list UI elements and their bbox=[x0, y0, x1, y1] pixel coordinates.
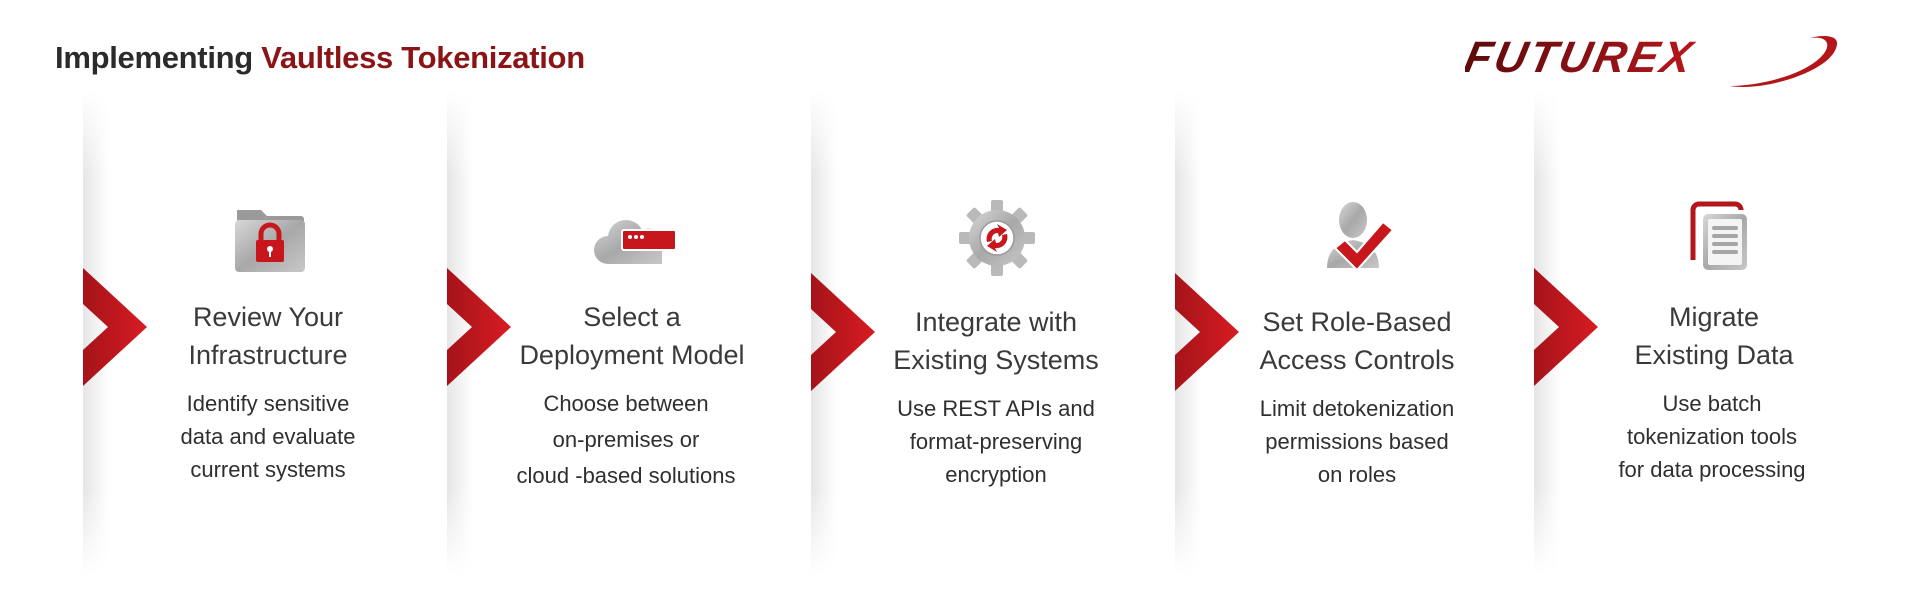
chevron-right-icon bbox=[83, 268, 147, 386]
title-prefix: Implementing bbox=[55, 40, 253, 75]
panel-shadow bbox=[1175, 90, 1201, 575]
futurex-logo: FUTUREX bbox=[1465, 33, 1838, 87]
chevron-right-icon bbox=[811, 273, 875, 391]
page-title: Implementing Vaultless Tokenization bbox=[55, 40, 585, 76]
svg-text:FUTUREX: FUTUREX bbox=[1465, 33, 1699, 81]
user-check-icon bbox=[1327, 202, 1395, 272]
chevron-right-icon bbox=[1175, 273, 1239, 391]
chevron-right-icon bbox=[447, 268, 511, 386]
locked-folder-icon bbox=[235, 210, 305, 272]
panel-shadow bbox=[811, 90, 837, 575]
documents-copy-icon bbox=[1690, 201, 1747, 270]
gear-sync-icon bbox=[959, 200, 1035, 276]
cloud-server-icon bbox=[594, 220, 677, 264]
title-accent: Vaultless Tokenization bbox=[261, 40, 585, 75]
chevron-right-icon bbox=[1534, 268, 1598, 386]
